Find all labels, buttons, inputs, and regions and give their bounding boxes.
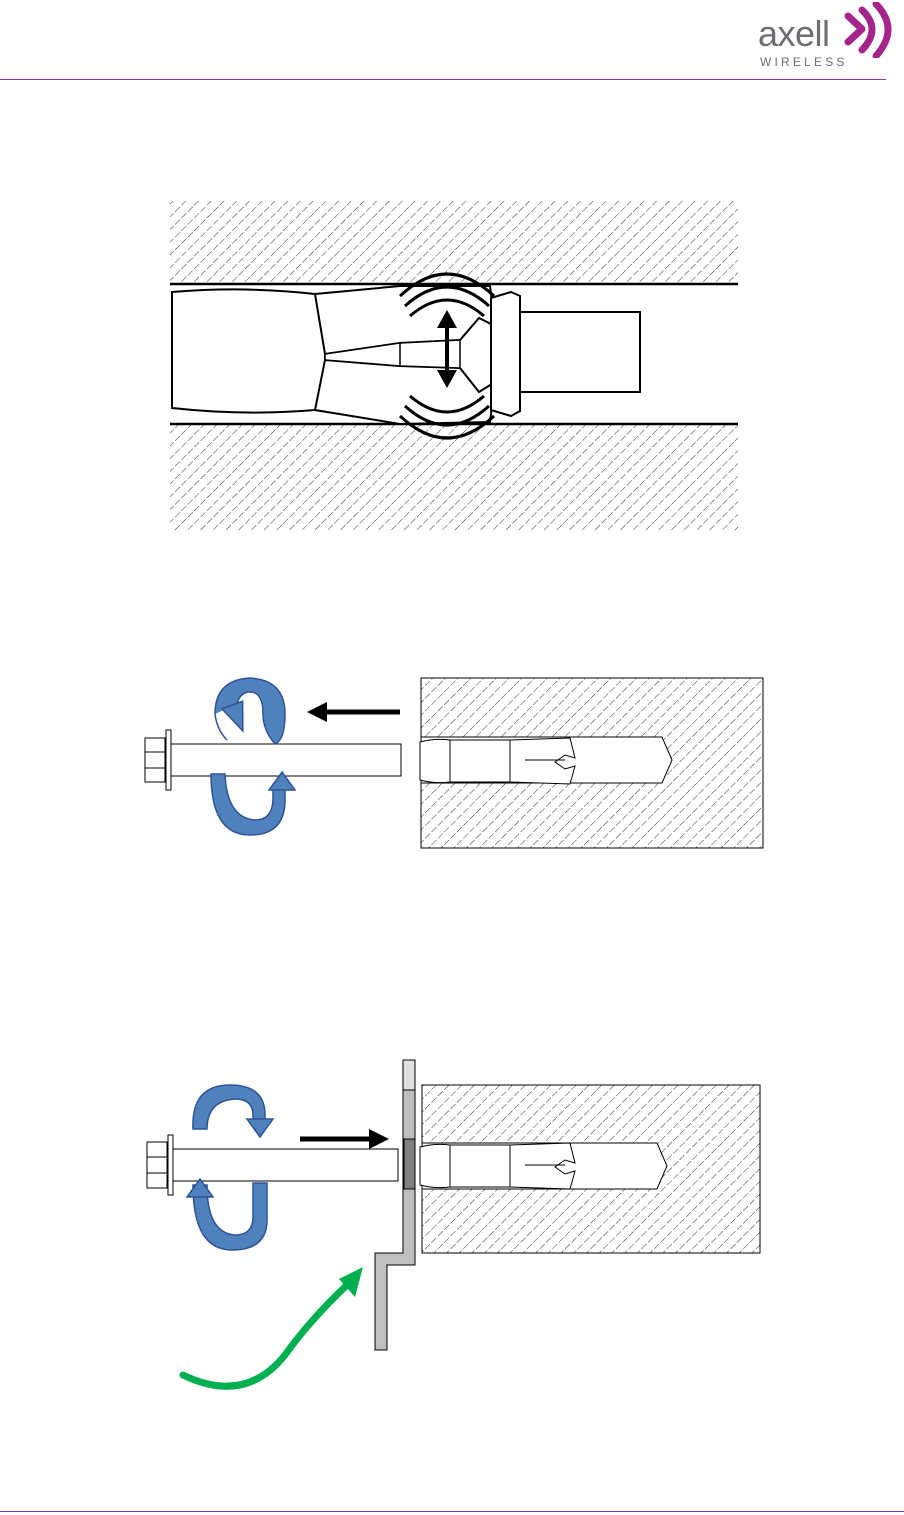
anchor-body [450,740,510,782]
logo-wordmark: axell [758,16,830,52]
cone-nut [491,292,520,416]
logo-tagline: WIRELESS [760,56,848,68]
bolt-head-hex [147,1142,167,1188]
company-logo: axell WIRELESS [750,0,900,78]
anchor-sleeve [420,739,450,782]
expansion-wedge-lower [315,360,495,424]
concrete-wall-bottom [170,424,738,531]
anchor-expansion-diagram [165,196,745,536]
bolt-washer [166,730,171,790]
header-divider [0,79,886,80]
bracket-washer [404,1139,415,1189]
bolt-removal-diagram [135,670,770,855]
concrete-wall-top [170,201,738,283]
bolt-installation-diagram [135,1055,770,1400]
logo-signal-icon [842,2,902,58]
bolt-head-hex [145,738,165,782]
rotation-arrow-bottom-icon [187,1179,267,1250]
insert-direction-arrow-icon [300,1129,389,1149]
page-header: axell WIRELESS [0,0,904,82]
bolt-washer [168,1135,173,1195]
anchor-body [450,1145,510,1187]
bolt-shaft [171,744,401,776]
anchor-sleeve [172,289,325,412]
pull-direction-arrow-icon [307,702,400,722]
anchor-sleeve [420,1144,450,1187]
rotation-arrow-top-icon [215,678,285,744]
bolt-shaft [173,1149,398,1181]
mounting-bracket [375,1060,415,1350]
footer-divider [0,1511,904,1512]
rotation-arrow-top-icon [193,1085,273,1137]
threaded-rod-end [520,312,640,392]
rotation-arrow-bottom-icon [211,772,295,835]
bracket-pointer-arrow-icon [183,1267,363,1386]
